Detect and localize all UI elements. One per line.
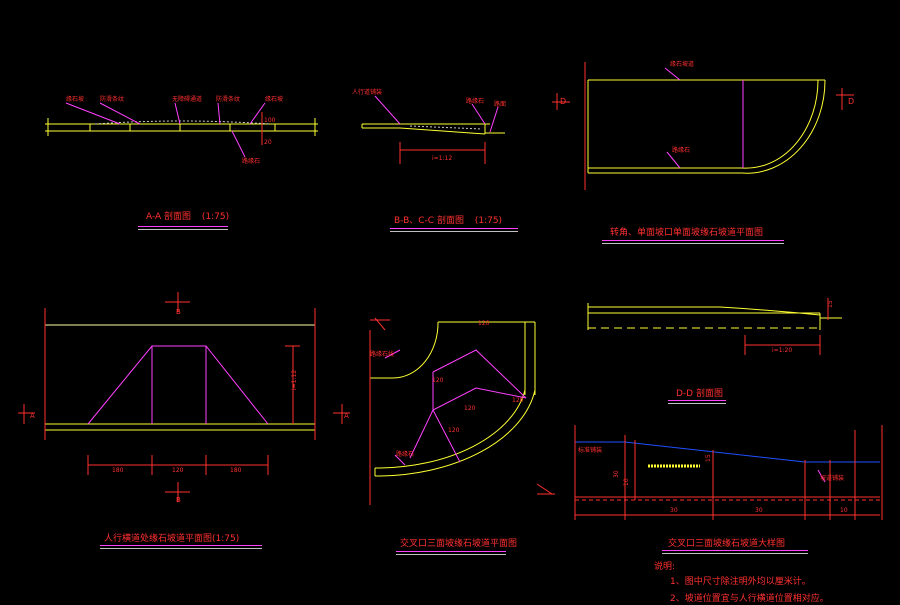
tr-label-1: 路缘石: [396, 450, 414, 458]
aa-label-5: 路缘石: [242, 157, 260, 165]
rp-marker-0: D: [848, 97, 854, 106]
bb-cc-title: B-B、C-C 剖面图 (1:75): [394, 216, 503, 226]
rd-dim-0: 30: [613, 470, 620, 478]
sp-dim-3: i=1:12: [291, 370, 298, 390]
rp-label-1: 路缘石: [672, 146, 690, 154]
triple-ramp-plan-labels: 路缘石线 路缘石 120 120 120 120 120: [370, 320, 524, 458]
radius-plan-drawing: [552, 62, 854, 190]
aa-label-0: 缘石坡: [66, 95, 84, 103]
ramp-detail-drawing: [574, 425, 883, 520]
aa-scale: (1:75): [201, 212, 230, 222]
tr-label-0: 路缘石线: [370, 350, 394, 358]
sp-marker-3: B: [176, 496, 181, 504]
rd-dim-4: 30: [755, 507, 763, 514]
bb-cc-scale: (1:75): [474, 216, 503, 226]
sp-dim-1: 120: [172, 467, 184, 474]
bb-cc-section-drawing: [361, 95, 505, 164]
dd-section-drawing: [587, 298, 842, 355]
dd-section-labels: i=1:20 15: [772, 300, 834, 354]
dd-title: D-D 剖面图: [676, 389, 723, 399]
aa-label-3: 防滑条纹: [216, 95, 240, 103]
aa-title: A-A 剖面图 (1:75): [146, 212, 230, 222]
triple-ramp-plan-drawing: [369, 317, 555, 505]
dd-dim-1: 15: [827, 300, 834, 308]
tr-dim-2: 120: [448, 427, 460, 434]
bb-label-2: 路面: [494, 100, 506, 108]
bb-label-0: 人行道铺装: [352, 88, 382, 96]
radius-plan-title: 转角、单面坡口单面坡缘石坡道平面图: [610, 228, 764, 238]
sidewalk-plan-labels: B A A B 180 120 180 i=1:12: [30, 308, 349, 504]
sp-dim-0: 180: [112, 467, 124, 474]
sp-dim-2: 180: [230, 467, 242, 474]
rd-dim-5: 10: [840, 507, 848, 514]
rp-label-0: 缘石坡道: [670, 60, 694, 68]
sidewalk-plan-drawing: [18, 292, 350, 502]
sidewalk-plan-title: 人行横道处缘石坡道平面图(1:75): [104, 534, 240, 544]
aa-label-2: 无障碍通道: [172, 95, 202, 103]
aa-section-labels: 缘石坡 防滑条纹 无障碍通道 防滑条纹 缘石坡 路缘石 100 20: [66, 95, 283, 165]
aa-label-1: 防滑条纹: [100, 95, 124, 103]
tr-dim-3: 120: [512, 397, 524, 404]
rp-marker-1: D: [560, 97, 566, 106]
rd-label-1: 坡道铺装: [820, 474, 844, 482]
aa-section-drawing: [45, 102, 318, 158]
ramp-detail-labels: 标准铺装 坡道铺装 30 10 15 30 30 10: [578, 446, 848, 514]
rd-dim-2: 15: [705, 454, 712, 462]
dd-dim-0: i=1:20: [772, 347, 792, 354]
tr-dim-0: 120: [432, 377, 444, 384]
radius-plan-labels: 缘石坡道 路缘石 D D: [560, 60, 854, 154]
triple-ramp-plan-title: 交叉口三面坡缘石坡道平面图: [400, 539, 518, 549]
sp-marker-0: B: [176, 308, 181, 316]
bb-dim-0: i=1:12: [432, 155, 452, 162]
tr-dim-4: 120: [478, 320, 490, 327]
bb-label-1: 路缘石: [466, 97, 484, 105]
sp-marker-1: A: [30, 412, 35, 420]
rd-dim-3: 30: [670, 507, 678, 514]
notes-item-2: 2、坡道位置宜与人行横道位置相对应。: [670, 594, 829, 604]
ramp-detail-title: 交叉口三面坡缘石坡道大样图: [668, 539, 786, 549]
notes-item-1: 1、图中尺寸除注明外均以厘米计。: [670, 577, 811, 587]
aa-dim-1: 20: [264, 139, 272, 146]
rd-label-0: 标准铺装: [578, 446, 602, 454]
tr-dim-1: 120: [464, 405, 476, 412]
bb-cc-section-labels: 人行道铺装 路缘石 路面 i=1:12: [352, 88, 506, 162]
rd-dim-1: 10: [623, 478, 630, 486]
aa-dim-0: 100: [264, 117, 276, 124]
sp-marker-2: A: [344, 412, 349, 420]
notes-heading: 说明:: [654, 562, 676, 572]
aa-label-4: 缘石坡: [265, 95, 283, 103]
